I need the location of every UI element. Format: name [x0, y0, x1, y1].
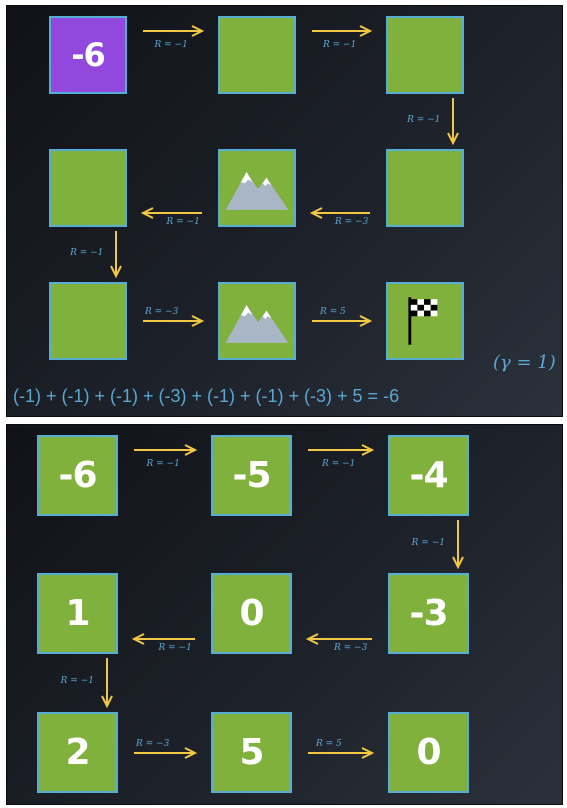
- grid-cell-r2c2: [218, 149, 296, 227]
- transition-arrow: [447, 98, 459, 146]
- cell-value: 0: [239, 593, 264, 634]
- grid-cell-r2c3: [386, 149, 464, 227]
- checkered-flag-icon: [408, 297, 438, 345]
- return-equation: (-1) + (-1) + (-1) + (-3) + (-1) + (-1) …: [13, 386, 400, 406]
- transition-arrow: [143, 315, 205, 327]
- grid-cell-r3c2: 5: [211, 712, 292, 793]
- grid-cell-r1c1: -6: [49, 16, 127, 94]
- reward-label: R = −3: [136, 738, 170, 749]
- grid-cell-r3c3: 0: [388, 712, 469, 793]
- grid-cell-r3c3: [386, 282, 464, 360]
- grid-cell-r1c2: -5: [211, 435, 292, 516]
- reward-label: R = 5: [316, 738, 342, 749]
- gamma-label: (γ = 1): [493, 352, 556, 373]
- reward-label: R = −1: [322, 459, 356, 469]
- transition-arrow: [143, 25, 205, 37]
- grid-cell-r2c2: 0: [211, 573, 292, 654]
- cell-value: -5: [232, 455, 272, 496]
- bottom-panel-state-values: -6 -5 -4 1 0 -3 2 5 0 R = −1 R = −1 R = −1 R = −3 R …: [6, 424, 563, 805]
- transition-arrow: [305, 633, 372, 646]
- cell-value: 1: [65, 593, 90, 634]
- transition-arrow: [308, 444, 375, 456]
- top-panel-reward-path: -6 R = −1 R = −1 R = −1 R = −3 R = −1 R = −1 R…: [6, 5, 563, 417]
- cell-value: -6: [58, 455, 98, 496]
- transition-arrow: [140, 207, 202, 219]
- grid-cell-r1c3: [386, 16, 464, 94]
- reward-label: R = −1: [60, 676, 94, 686]
- cell-value: 0: [416, 732, 441, 773]
- cell-value: -3: [409, 593, 449, 634]
- cell-value: 5: [239, 732, 264, 773]
- reward-label: R = −1: [411, 537, 445, 548]
- reward-label: R = −1: [407, 114, 441, 125]
- reward-label: R = −1: [146, 459, 180, 469]
- grid-cell-r3c1: 2: [37, 712, 118, 793]
- mountain-icon: [225, 171, 289, 210]
- reward-label: R = −1: [158, 643, 192, 654]
- grid-cell-r2c3: -3: [388, 573, 469, 654]
- reward-label: R = −1: [154, 40, 188, 50]
- transition-arrow: [134, 444, 198, 456]
- reward-label: R = −3: [145, 307, 179, 317]
- transition-arrow: [131, 633, 195, 646]
- grid-cell-r3c2: [218, 282, 296, 360]
- transition-arrow: [309, 207, 370, 219]
- mountain-icon: [225, 304, 289, 343]
- reward-label: R = −1: [70, 247, 104, 258]
- grid-cell-r1c3: -4: [388, 435, 469, 516]
- cell-value: -6: [71, 36, 106, 74]
- reward-label: R = −1: [323, 40, 357, 50]
- reward-label: R = −3: [334, 643, 368, 654]
- grid-cell-r1c1: -6: [37, 435, 118, 516]
- cell-value: 2: [65, 732, 90, 773]
- grid-cell-r2c1: [49, 149, 127, 227]
- transition-arrow: [100, 658, 113, 709]
- transition-arrow: [312, 25, 373, 37]
- grid-cell-r2c1: 1: [37, 573, 118, 654]
- reward-label: R = −1: [166, 216, 200, 227]
- reward-label: R = 5: [320, 307, 346, 317]
- transition-arrow: [308, 746, 375, 759]
- transition-arrow: [451, 520, 464, 570]
- reward-label: R = −3: [335, 216, 369, 227]
- transition-arrow: [110, 231, 122, 279]
- cell-value: -4: [409, 455, 449, 496]
- grid-cell-r1c2: [218, 16, 296, 94]
- transition-arrow: [134, 746, 198, 759]
- grid-cell-r3c1: [49, 282, 127, 360]
- transition-arrow: [312, 315, 373, 327]
